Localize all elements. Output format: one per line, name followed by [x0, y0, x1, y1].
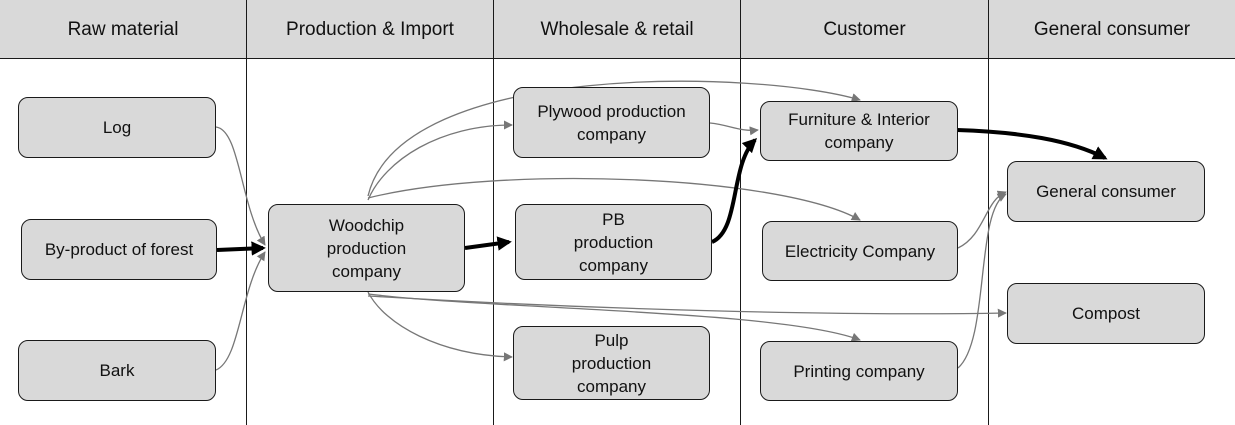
node-log-label: Log [102, 118, 132, 137]
edge-printing-to-general [957, 193, 1007, 369]
column-header-wholesale-retail: Wholesale & retail [540, 18, 694, 40]
node-log: Log [18, 97, 216, 158]
edge-log-to-woodchip [215, 126, 266, 246]
node-woodchip-production: Woodchip production company [268, 204, 465, 292]
edge-woodchip-to-electricity [367, 177, 861, 221]
column-divider [246, 0, 247, 425]
column-header-production-import: Production & Import [286, 18, 454, 40]
node-printing-label: Printing company [793, 361, 925, 381]
node-pulp-production: Pulp production company [513, 326, 710, 400]
node-electricity-company: Electricity Company [762, 221, 958, 281]
node-compost-label: Compost [1071, 304, 1141, 323]
edge-woodchip-to-compost [367, 295, 1007, 318]
node-pb-label: PB production company [573, 209, 654, 275]
node-printing-company: Printing company [760, 341, 958, 401]
edge-pb-to-furniture [710, 137, 758, 244]
node-bark: Bark [18, 340, 216, 401]
edge-woodchip-to-pulp [367, 291, 513, 362]
node-plywood-production: Plywood production company [513, 87, 710, 158]
column-header-raw-material: Raw material [67, 18, 179, 40]
node-byproduct-label: By-product of forest [44, 240, 194, 259]
edge-byproduct-to-woodchip [216, 241, 266, 256]
node-compost: Compost [1007, 283, 1205, 344]
node-bark-label: Bark [99, 361, 135, 380]
node-plywood-label: Plywood production company [537, 101, 686, 144]
column-divider [493, 0, 494, 425]
column-divider [740, 0, 741, 425]
column-header-customer: Customer [823, 18, 906, 40]
edge-furniture-to-general [956, 128, 1108, 160]
node-general-consumer: General consumer [1007, 161, 1205, 222]
edge-plywood-to-furniture [709, 122, 759, 136]
node-electricity-label: Electricity Company [784, 241, 936, 261]
column-header-general-consumer: General consumer [1033, 18, 1191, 40]
node-woodchip-label: Woodchip production company [326, 215, 407, 281]
column-divider [988, 0, 989, 425]
edge-bark-to-woodchip [215, 251, 266, 371]
node-byproduct-of-forest: By-product of forest [21, 219, 217, 280]
node-furniture-interior: Furniture & Interior company [760, 101, 958, 161]
node-furniture-label: Furniture & Interior company [788, 110, 930, 152]
node-pb-production: PB production company [515, 204, 712, 280]
node-pulp-label: Pulp production company [571, 330, 652, 396]
edge-woodchip-to-plywood [367, 120, 513, 201]
edge-woodchip-to-furniture [367, 80, 861, 197]
node-general-label: General consumer [1036, 182, 1176, 201]
edge-woodchip-to-pb [464, 236, 512, 251]
header-row [0, 0, 1235, 59]
